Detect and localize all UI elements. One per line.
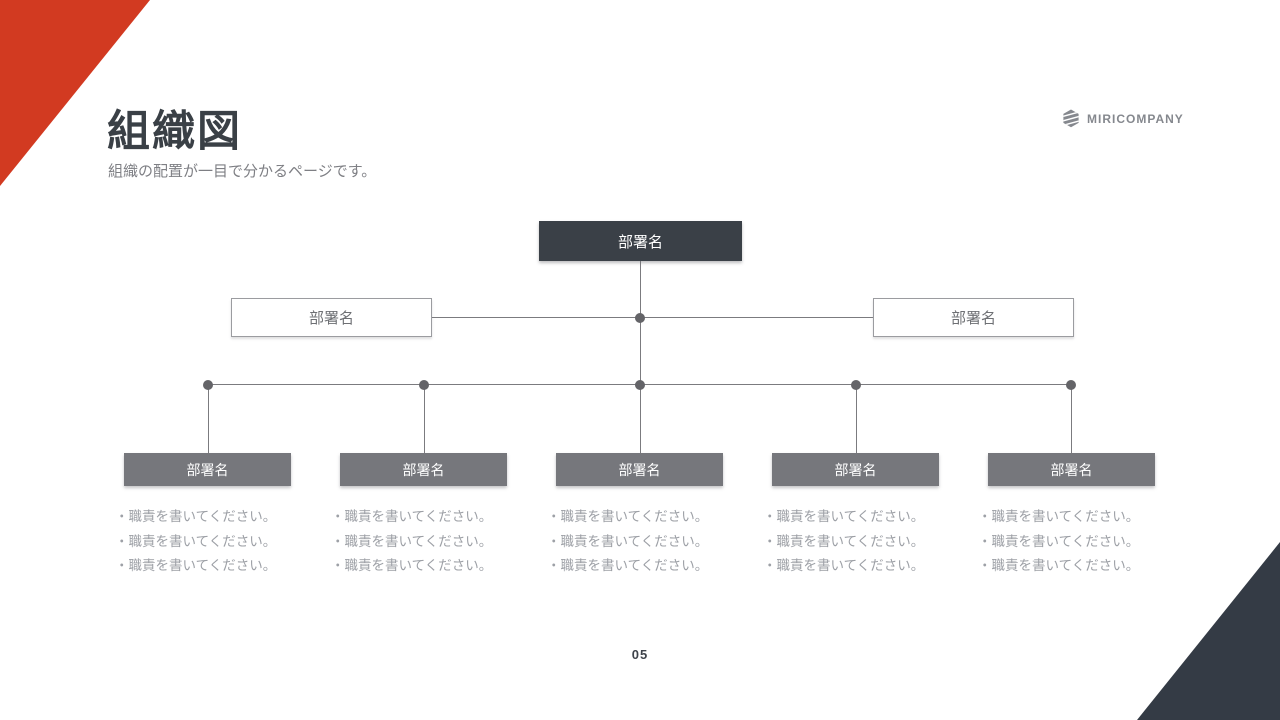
junction-dot: [635, 379, 645, 390]
org-box-level3-1: 部署名: [124, 453, 291, 486]
duty-item: ・職責を書いてください。: [763, 558, 925, 573]
company-logo: MIRICOMPANY: [1062, 109, 1184, 128]
connector-level2: [432, 317, 873, 318]
org-box-level2-left: 部署名: [231, 298, 432, 337]
duty-item: ・職責を書いてください。: [978, 558, 1140, 573]
duty-item: ・職責を書いてください。: [115, 509, 277, 524]
junction-dot: [851, 379, 861, 390]
duty-item: ・職責を書いてください。: [547, 533, 709, 549]
duties-list-3: ・職責を書いてください。 ・職責を書いてください。 ・職責を書いてください。: [547, 505, 739, 579]
duty-item: ・職責を書いてください。: [978, 509, 1140, 524]
junction-dot: [419, 379, 429, 390]
duty-item: ・職責を書いてください。: [763, 509, 925, 524]
junction-dot: [635, 312, 645, 323]
org-box-level3-5: 部署名: [988, 453, 1155, 486]
org-box-level3-4: 部署名: [772, 453, 939, 486]
duties-list-5: ・職責を書いてください。 ・職責を書いてください。 ・職責を書いてください。: [978, 505, 1170, 579]
duty-item: ・職責を書いてください。: [763, 533, 925, 549]
connector-drop-3: [639, 384, 641, 453]
connector-drop-2: [423, 384, 425, 453]
duty-item: ・職責を書いてください。: [978, 533, 1140, 549]
duty-item: ・職責を書いてください。: [331, 558, 493, 573]
page-subtitle: 組織の配置が一目で分かるページです。: [108, 163, 377, 180]
duties-list-4: ・職責を書いてください。 ・職責を書いてください。 ・職責を書いてください。: [763, 505, 955, 579]
connector-trunk: [639, 261, 641, 384]
org-box-level3-2: 部署名: [340, 453, 507, 486]
org-box-root: 部署名: [539, 221, 742, 261]
striped-hexagon-logo-icon: [1062, 109, 1080, 128]
junction-dot: [203, 379, 213, 390]
connector-drop-1: [207, 384, 209, 453]
duty-item: ・職責を書いてください。: [115, 558, 277, 573]
page-title: 組織図: [107, 108, 242, 156]
duties-list-1: ・職責を書いてください。 ・職責を書いてください。 ・職責を書いてください。: [115, 505, 307, 579]
duties-list-2: ・職責を書いてください。 ・職責を書いてください。 ・職責を書いてください。: [331, 505, 523, 579]
org-box-level2-right: 部署名: [873, 298, 1074, 337]
connector-drop-4: [855, 384, 857, 453]
page-number: 05: [631, 647, 649, 662]
duty-item: ・職責を書いてください。: [331, 509, 493, 524]
duty-item: ・職責を書いてください。: [547, 509, 709, 524]
company-logo-text: MIRICOMPANY: [1087, 111, 1184, 126]
org-box-level3-3: 部署名: [556, 453, 723, 486]
duty-item: ・職責を書いてください。: [115, 533, 277, 549]
duty-item: ・職責を書いてください。: [547, 558, 709, 573]
connector-drop-5: [1070, 384, 1072, 453]
duty-item: ・職責を書いてください。: [331, 533, 493, 549]
junction-dot: [1066, 379, 1076, 390]
